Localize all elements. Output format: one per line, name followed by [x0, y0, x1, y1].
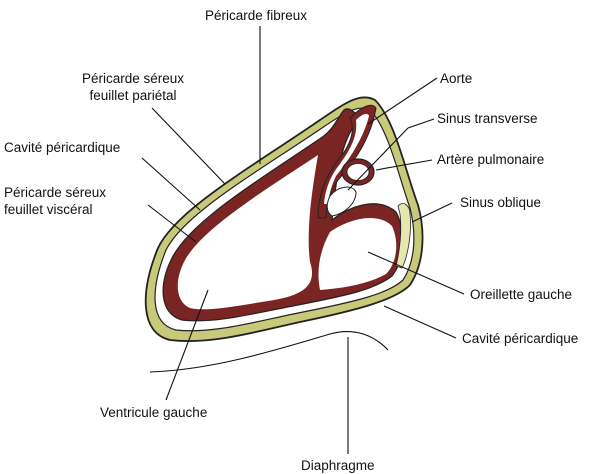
label-cavite-pericardique-right: Cavité péricardique — [462, 330, 578, 347]
label-diaphragme: Diaphragme — [301, 457, 375, 474]
label-artere-pulmonaire: Artère pulmonaire — [437, 151, 544, 168]
leader-aorte — [368, 78, 437, 124]
label-oreillette-gauche: Oreillette gauche — [470, 286, 572, 303]
label-pericarde-sereux-parietal: Péricarde séreux feuillet pariétal — [82, 70, 184, 104]
label-aorte: Aorte — [440, 70, 472, 87]
label-pericarde-sereux-visceral: Péricarde séreux feuillet viscéral — [4, 184, 106, 218]
label-pericarde-fibreux: Péricarde fibreux — [205, 7, 307, 24]
label-pericarde-sereux-parietal-l1: Péricarde séreux — [82, 70, 184, 87]
leader-cavite-right — [384, 306, 456, 338]
label-sinus-oblique: Sinus oblique — [460, 194, 541, 211]
label-sinus-transverse: Sinus transverse — [437, 110, 538, 127]
label-pericarde-sereux-visceral-l1: Péricarde séreux — [4, 184, 106, 201]
label-pericarde-sereux-visceral-l2: feuillet viscéral — [4, 201, 106, 218]
label-cavite-pericardique-left: Cavité péricardique — [4, 139, 120, 156]
label-ventricule-gauche: Ventricule gauche — [100, 404, 207, 421]
leader-pericarde-parietal — [152, 108, 225, 184]
leader-cavite-left — [142, 158, 200, 210]
leader-sinus-transverse — [408, 119, 434, 128]
label-pericarde-sereux-parietal-l2: feuillet pariétal — [82, 87, 184, 104]
